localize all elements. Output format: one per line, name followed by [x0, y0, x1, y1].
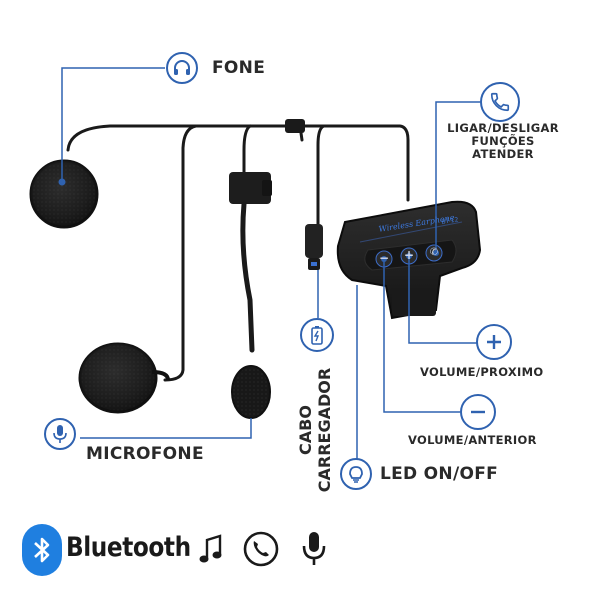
phone-icon [243, 531, 279, 567]
label-cabo-carregador: CABO CARREGADOR [296, 360, 334, 500]
microphone-label-icon [44, 418, 76, 450]
label-volume-anterior: VOLUME/ANTERIOR [408, 433, 537, 447]
headphones-icon [166, 52, 198, 84]
lamp-icon [340, 458, 372, 490]
label-ligar-desligar: LIGAR/DESLIGAR FUNÇÕES ATENDER [440, 122, 566, 161]
microphone-boom [229, 172, 272, 419]
label-led: LED ON/OFF [380, 464, 499, 484]
microphone-icon [302, 532, 326, 565]
label-microfone: MICROFONE [86, 444, 204, 464]
bluetooth-text: Bluetooth [66, 532, 191, 563]
label-ligar-line3: ATENDER [472, 147, 534, 161]
device-minus-button: − [378, 251, 390, 265]
phone-call-icon [480, 82, 520, 122]
label-volume-proximo: VOLUME/PROXIMO [420, 365, 544, 379]
cable-junction [285, 119, 305, 133]
charging-connector [305, 224, 323, 270]
music-icon [199, 534, 222, 563]
label-cabo-line2: CARREGADOR [315, 367, 334, 493]
device-plus-button: + [403, 248, 415, 262]
minus-icon [460, 394, 496, 430]
plus-icon [476, 324, 512, 360]
upper-earphone [29, 159, 99, 229]
label-fone: FONE [212, 58, 266, 78]
battery-icon [300, 318, 334, 352]
lower-earphone [78, 342, 170, 414]
device-phone-button: ✆ [429, 247, 439, 258]
label-ligar-line2: FUNÇÕES [471, 134, 535, 148]
label-cabo-line1: CABO [296, 405, 315, 455]
bluetooth-icon [22, 524, 62, 576]
label-ligar-line1: LIGAR/DESLIGAR [447, 121, 559, 135]
